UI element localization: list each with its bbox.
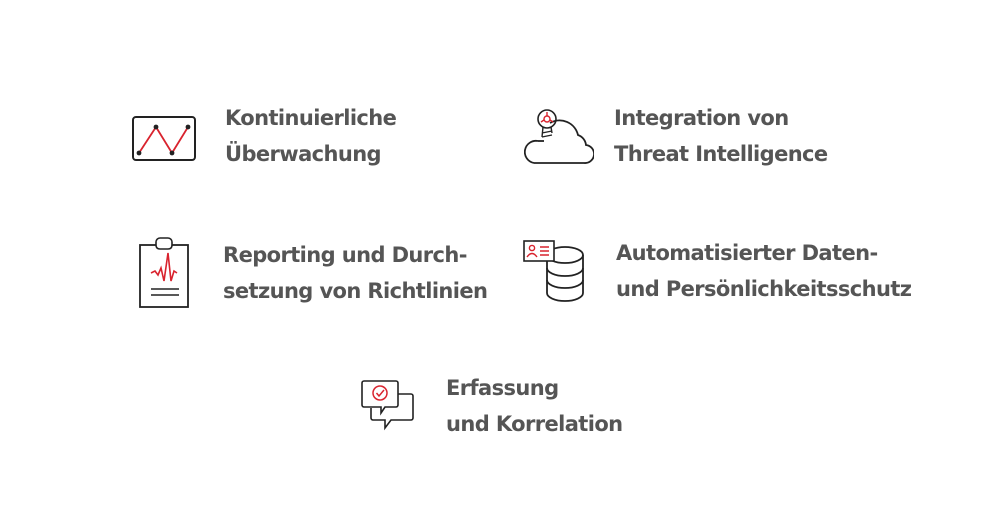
database-id-card-icon [523,240,584,302]
feature-label: Reporting und Durch-setzung von Richtlin… [223,243,488,303]
feature-reporting: Reporting und Durch-setzung von Richtlin… [137,237,488,309]
feature-label: Automatisierter Daten-und Persönlichkeit… [616,241,912,301]
line-chart-icon [132,116,196,161]
cloud-lightbulb-biohazard-icon [524,109,594,164]
feature-data-protection: Automatisierter Daten-und Persönlichkeit… [522,235,912,307]
clipboard-heartbeat-icon [139,237,189,308]
chat-bubbles-check-icon [361,380,414,431]
